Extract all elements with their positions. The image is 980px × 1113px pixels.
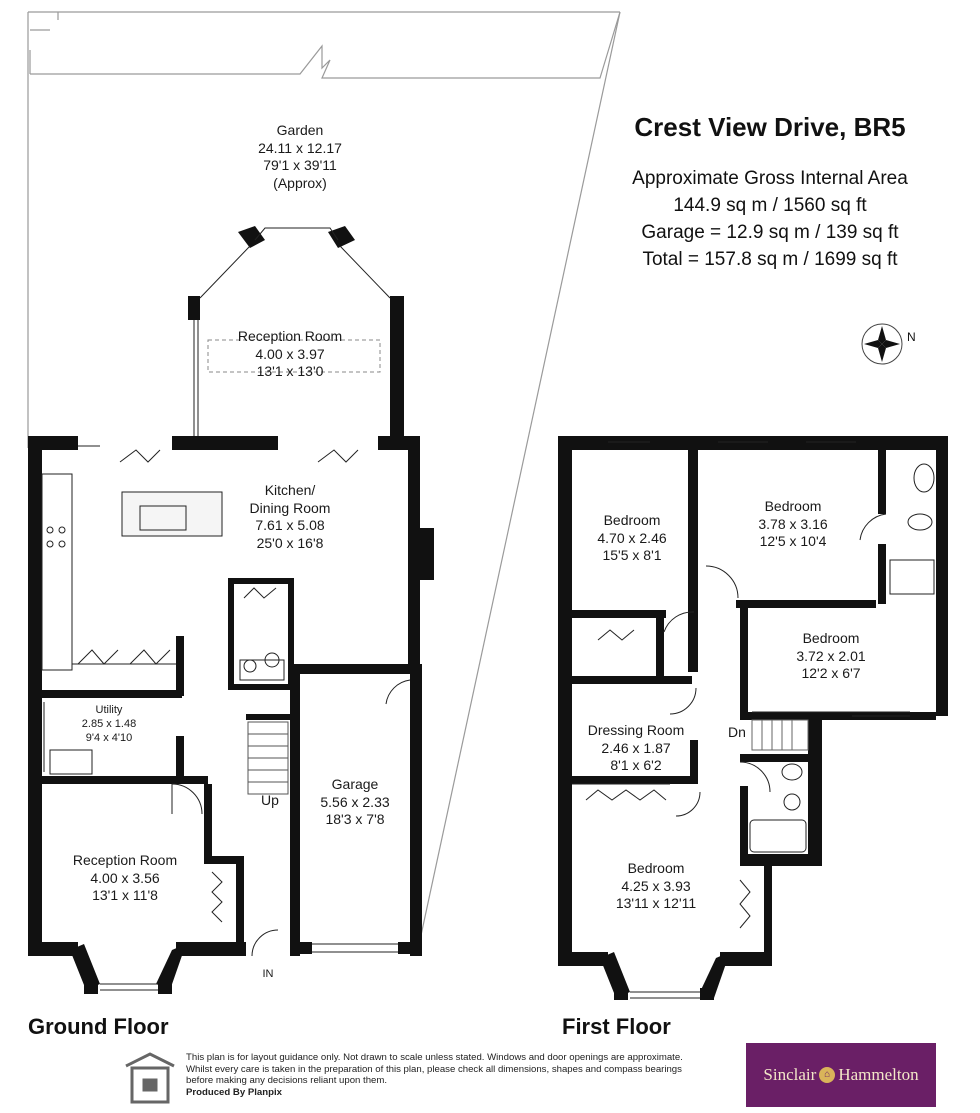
bedroom-d-name: Bedroom bbox=[627, 860, 685, 876]
bedroom-c-imperial: 12'2 x 6'7 bbox=[801, 665, 861, 681]
ground-floor-title: Ground Floor bbox=[28, 1014, 169, 1039]
garden-name: Garden bbox=[276, 122, 324, 138]
reception-rear-metric: 4.00 x 3.97 bbox=[255, 345, 325, 362]
kitchen-name-1: Kitchen/ bbox=[264, 482, 316, 498]
dressing-room-imperial: 8'1 x 6'2 bbox=[610, 757, 662, 773]
reception-rear-imperial: 13'1 x 13'0 bbox=[256, 363, 324, 379]
house-icon: ⌂ bbox=[819, 1067, 836, 1083]
bedroom-a-metric: 4.70 x 2.46 bbox=[597, 529, 667, 546]
reception-front-label: Reception Room 4.00 x 3.56 13'1 x 11'8 bbox=[50, 852, 200, 905]
entrance-label: IN bbox=[262, 968, 274, 980]
bedroom-c-label: Bedroom 3.72 x 2.01 12'2 x 6'7 bbox=[776, 630, 886, 683]
utility-name: Utility bbox=[95, 704, 123, 716]
kitchen-label: Kitchen/ Dining Room 7.61 x 5.08 25'0 x … bbox=[220, 482, 360, 552]
utility-imperial: 9'4 x 4'10 bbox=[85, 731, 133, 744]
property-title: Crest View Drive, BR5 bbox=[634, 112, 906, 142]
stairs-up-label: Up bbox=[261, 792, 279, 808]
bedroom-a-label: Bedroom 4.70 x 2.46 15'5 x 8'1 bbox=[582, 512, 682, 565]
ground-floor-fittings bbox=[41, 227, 411, 991]
dressing-room-metric: 2.46 x 1.87 bbox=[601, 739, 671, 756]
garage-metric: 5.56 x 2.33 bbox=[320, 793, 390, 810]
agency-logo: Sinclair ⌂ Hammelton bbox=[746, 1043, 936, 1107]
bedroom-d-imperial: 13'11 x 12'11 bbox=[615, 895, 697, 911]
kitchen-metric: 7.61 x 5.08 bbox=[255, 517, 325, 533]
bedroom-b-imperial: 12'5 x 10'4 bbox=[759, 533, 827, 549]
bedroom-a-imperial: 15'5 x 8'1 bbox=[602, 547, 662, 563]
bedroom-d-label: Bedroom 4.25 x 3.93 13'11 x 12'11 bbox=[596, 860, 716, 913]
reception-rear-label: Reception Room 4.00 x 3.97 13'1 x 13'0 bbox=[200, 328, 380, 381]
disclaimer: This plan is for layout guidance only. N… bbox=[186, 1052, 706, 1099]
garden-metric: 24.11 x 12.17 bbox=[258, 139, 342, 156]
bedroom-c-name: Bedroom bbox=[802, 630, 860, 646]
bedroom-b-metric: 3.78 x 3.16 bbox=[758, 515, 828, 532]
area-value: 144.9 sq m / 1560 sq ft bbox=[673, 194, 867, 216]
area-label: Approximate Gross Internal Area bbox=[632, 168, 908, 189]
compass-rose bbox=[861, 323, 903, 365]
first-floor-fittings bbox=[572, 441, 935, 999]
utility-label: Utility 2.85 x 1.48 9'4 x 4'10 bbox=[54, 704, 164, 745]
garage-area: Garage = 12.9 sq m / 139 sq ft bbox=[641, 221, 899, 243]
bedroom-d-metric: 4.25 x 3.93 bbox=[621, 877, 691, 894]
garden-boundary bbox=[27, 11, 621, 941]
bedroom-b-label: Bedroom 3.78 x 3.16 12'5 x 10'4 bbox=[738, 498, 848, 551]
garden-imperial: 79'1 x 39'11 bbox=[263, 157, 337, 173]
garden-note: (Approx) bbox=[273, 174, 327, 191]
stairs-down-label: Dn bbox=[728, 724, 746, 740]
garage-imperial: 18'3 x 7'8 bbox=[325, 811, 385, 827]
produced-by: Produced By Planpix bbox=[186, 1087, 282, 1099]
garage-label: Garage 5.56 x 2.33 18'3 x 7'8 bbox=[300, 776, 410, 829]
compass-north-label: N bbox=[907, 330, 916, 344]
dressing-room-label: Dressing Room 2.46 x 1.87 8'1 x 6'2 bbox=[574, 722, 698, 775]
bedroom-a-name: Bedroom bbox=[603, 512, 661, 528]
garden-label: Garden 24.11 x 12.17 79'1 x 39'11 (Appro… bbox=[220, 122, 380, 192]
kitchen-imperial: 25'0 x 16'8 bbox=[256, 534, 324, 551]
reception-rear-name: Reception Room bbox=[237, 328, 343, 344]
planpix-logo bbox=[125, 1052, 175, 1104]
first-floor-title: First Floor bbox=[562, 1014, 671, 1039]
utility-metric: 2.85 x 1.48 bbox=[81, 717, 137, 730]
reception-front-metric: 4.00 x 3.56 bbox=[90, 869, 160, 886]
dressing-room-name: Dressing Room bbox=[587, 722, 685, 738]
first-floor-walls bbox=[558, 436, 948, 1000]
reception-front-name: Reception Room bbox=[72, 852, 178, 868]
brand-left: Sinclair bbox=[763, 1065, 817, 1084]
bedroom-b-name: Bedroom bbox=[764, 498, 822, 514]
total-area: Total = 157.8 sq m / 1699 sq ft bbox=[642, 248, 898, 270]
disclaimer-text: This plan is for layout guidance only. N… bbox=[186, 1052, 683, 1087]
area-summary: Approximate Gross Internal Area 144.9 sq… bbox=[560, 166, 980, 274]
garage-name: Garage bbox=[331, 776, 379, 792]
bedroom-c-metric: 3.72 x 2.01 bbox=[796, 647, 866, 664]
ground-floor-walls bbox=[28, 226, 434, 994]
kitchen-name-2: Dining Room bbox=[249, 499, 331, 516]
brand-right: Hammelton bbox=[838, 1065, 919, 1084]
reception-front-imperial: 13'1 x 11'8 bbox=[92, 887, 158, 903]
